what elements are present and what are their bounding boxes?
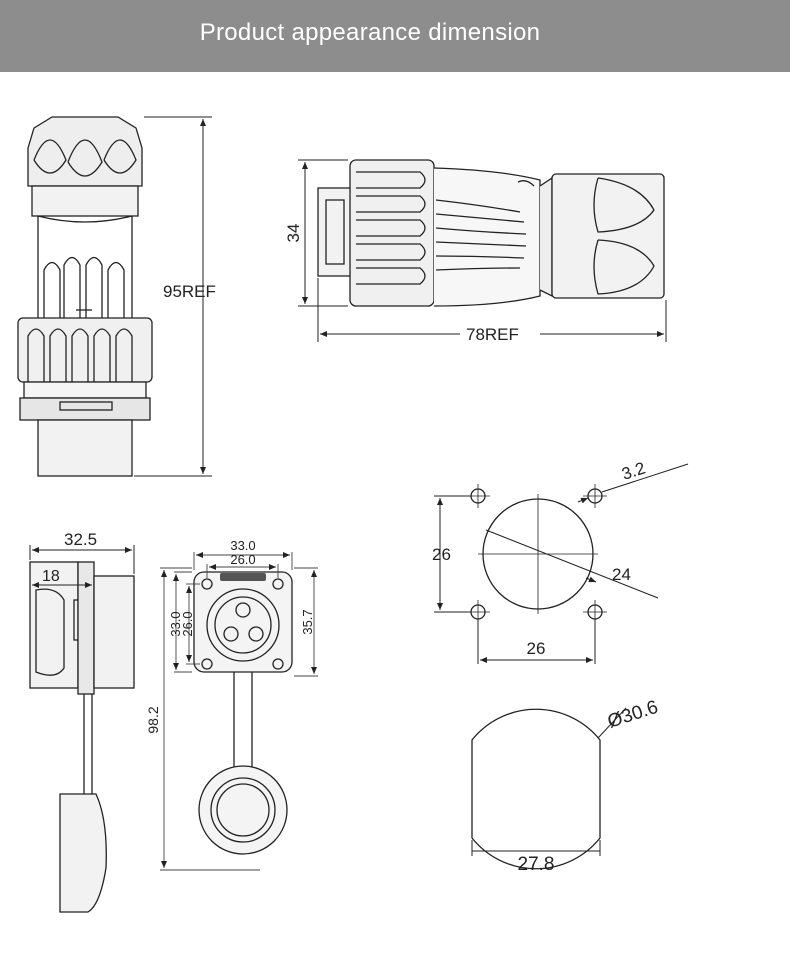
plug-diameter-label: 34 [284, 224, 303, 243]
flange-width-outer-label: 33.0 [230, 538, 255, 553]
header-bar: Product appearance dimension [0, 0, 790, 72]
cutout-flat-label: 27.8 [518, 854, 555, 875]
socket-side-dimensions [29, 545, 135, 588]
mount-hole-dia-label: 3.2 [619, 458, 647, 483]
page-title: Product appearance dimension [199, 19, 541, 46]
socket-front-view [193, 571, 293, 855]
flange-height-total-label: 35.7 [300, 609, 315, 634]
panel-cutout-dimensions [434, 463, 689, 664]
plug-length-label: 78REF [466, 325, 519, 344]
cutout-dia-label: Ø30.6 [605, 697, 661, 733]
flange-height-hole-label: 26.0 [180, 611, 195, 636]
flange-width-hole-label: 26.0 [230, 552, 255, 567]
plug-horizontal-view [317, 159, 665, 307]
plug-height-dimension [134, 116, 212, 477]
panel-hole-dia-label: 24 [612, 565, 631, 584]
panel-pitch-h-label: 26 [527, 639, 546, 658]
overall-length-label: 98.2 [145, 706, 161, 733]
mount-hole-top-right [583, 484, 607, 508]
plug-vertical-view [17, 116, 153, 477]
socket-front-dimensions [160, 552, 318, 871]
socket-depth-label: 32.5 [64, 530, 97, 549]
d-cut-cutout-view [471, 708, 601, 870]
plug-horizontal-dimensions [298, 159, 667, 342]
flange-depth-label: 18 [42, 568, 60, 585]
flange-height-outer-label: 33.0 [168, 611, 183, 636]
plug-height-label: 95REF [163, 282, 216, 301]
socket-side-view [29, 561, 135, 913]
panel-cutout-view [466, 484, 607, 624]
panel-pitch-v-label: 26 [432, 545, 451, 564]
d-cut-dimensions [471, 707, 627, 856]
